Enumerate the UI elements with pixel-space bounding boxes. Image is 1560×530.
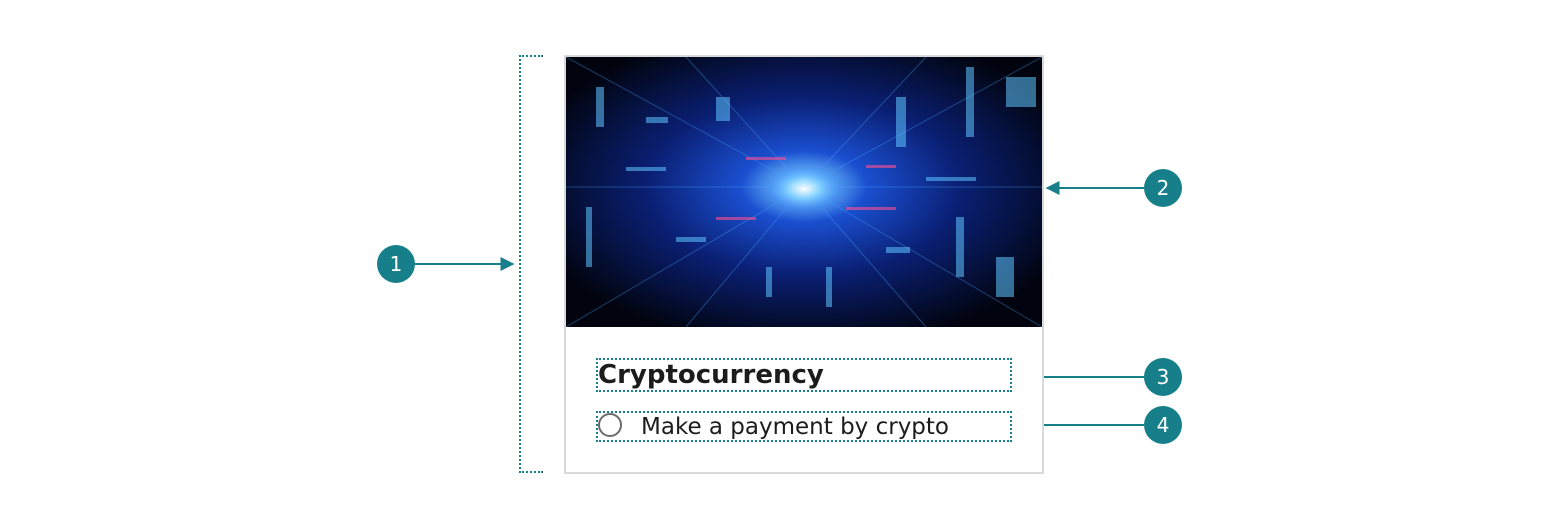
callout-badge-4: 4 [1144, 406, 1182, 444]
callout-badge-3: 3 [1144, 358, 1182, 396]
callout-badge-1: 1 [377, 245, 415, 283]
card-title-highlight: Cryptocurrency [596, 358, 1012, 392]
card-title: Cryptocurrency [598, 360, 824, 390]
callout-badge-2: 2 [1144, 169, 1182, 207]
digital-tunnel-image [566, 57, 1042, 327]
card-container-bracket [519, 55, 543, 473]
radio-button[interactable] [598, 413, 622, 437]
card-container[interactable]: Cryptocurrency Make a payment by crypto [564, 55, 1044, 474]
radio-option[interactable]: Make a payment by crypto [596, 411, 1012, 442]
radio-option-label: Make a payment by crypto [641, 414, 949, 440]
